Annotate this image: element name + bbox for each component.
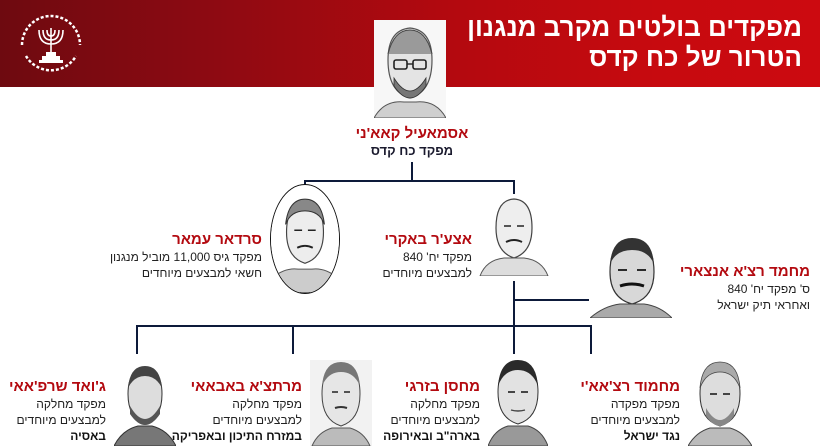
person-name: מחמד רצ'א אנצארי [679,263,810,280]
connector-line [136,325,138,354]
person-role: מפקד גיס 11,000 מוביל מנגנון [109,250,262,264]
connector-line [513,281,515,354]
person-role: חשאי למבצעים מיוחדים [141,266,262,280]
person-role: מפקד מחלקה [36,397,106,411]
person-region: במזרח התיכון ובאפריקה [171,429,302,443]
person-role: למבצעים מיוחדים [390,413,480,427]
person-name: מרתצ'א באבאאי [190,378,302,395]
person-role: מפקד מפקדה [610,397,680,411]
person-region: נגד ישראל [623,429,680,443]
person-role: למבצעים מיוחדים [16,413,106,427]
connector-line [136,325,592,327]
title-line-1: מפקדים בולטים מקרב מנגנון [467,12,802,42]
connector-line [590,325,592,354]
person-name: אסמאעיל קאא'ני [355,125,469,142]
person-region: באסיה [70,429,106,443]
person-name: ג'ואד שרפ'אאי [8,378,106,395]
portrait-qaani-icon [374,20,446,118]
person-role: למבצעים מיוחדים [590,413,680,427]
connector-line [411,162,413,181]
page-title: מפקדים בולטים מקרב מנגנון הטרור של כח קד… [442,12,802,72]
connector-line [292,325,294,354]
portrait-rezaei-icon [688,360,752,446]
portrait-sharafaei-icon [114,362,176,446]
person-name: מחמוד רצ'אא'י [580,378,680,395]
person-role: מפקד מחלקה [232,397,302,411]
connector-line [513,180,515,194]
person-role: מפקד יח' 840 [402,250,472,264]
person-card-sharafaei: ג'ואד שרפ'אאי מפקד מחלקה למבצעים מיוחדים… [0,377,106,444]
person-card-bakri: אצע'ר באקרי מפקד יח' 840 למבצעים מיוחדים [330,230,472,281]
person-role: למבצעים מיוחדים [212,413,302,427]
person-card-babaei: מרתצ'א באבאאי מפקד מחלקה למבצעים מיוחדים… [150,377,302,444]
header-banner: מפקדים בולטים מקרב מנגנון הטרור של כח קד… [0,0,820,87]
portrait-bazargi-icon [488,360,548,446]
portrait-ansari-icon [590,236,672,318]
person-card-amar: סרדאר עמאר מפקד גיס 11,000 מוביל מנגנון … [100,230,262,281]
portrait-bakri-icon [478,194,550,276]
person-card-ansari: מחמד רצ'א אנצארי ס' מפקד יח' 840 ואחראי … [680,262,810,313]
connector-line [515,299,589,301]
portrait-babaei-icon [310,360,372,446]
person-role: למבצעים מיוחדים [382,266,472,280]
person-role: מפקד כח קדס [370,143,454,158]
person-card-rezaei: מחמוד רצ'אא'י מפקד מפקדה למבצעים מיוחדים… [580,377,680,444]
person-role: ואחראי תיק ישראל [717,298,810,312]
person-name: מחסן בזרגי [404,378,480,395]
person-name: סרדאר עמאר [172,231,262,248]
person-card-bazargi: מחסן בזרגי מפקד מחלקה למבצעים מיוחדים בא… [383,377,480,444]
mossad-emblem-icon [12,6,90,84]
person-region: בארה"ב ובאירופה [383,429,480,443]
person-name: אצע'ר באקרי [384,231,472,248]
portrait-amar-icon [270,184,340,294]
connector-line [304,180,515,182]
title-line-2: הטרור של כח קדס [589,42,802,72]
person-role: ס' מפקד יח' 840 [727,282,810,296]
person-card-qaani: אסמאעיל קאא'ני מפקד כח קדס [352,124,472,159]
person-role: מפקד מחלקה [410,397,480,411]
